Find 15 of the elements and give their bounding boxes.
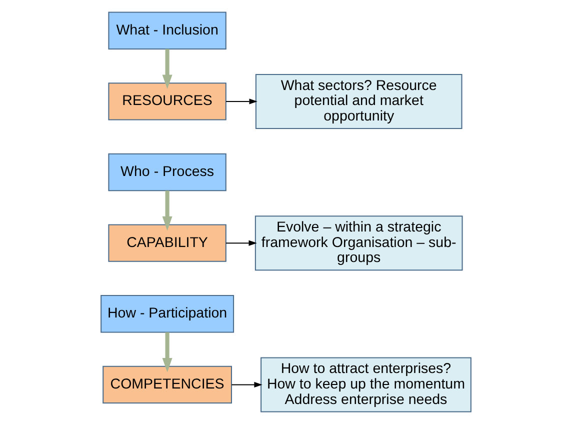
arrow [226, 98, 257, 104]
node-box: How to attract enterprises? How to keep up the momentum Address enterprise needs [260, 357, 471, 412]
node-box: RESOURCES [108, 82, 226, 120]
arrow [226, 240, 256, 246]
arrow [231, 382, 262, 388]
node-box: Evolve – within a strategic framework Organisation – sub-groups [254, 216, 462, 271]
arrow [162, 332, 172, 372]
arrow [162, 49, 172, 90]
node-box: CAPABILITY [108, 224, 226, 262]
arrow [162, 190, 172, 231]
node-box: How - Participation [100, 295, 234, 333]
node-box: What sectors? Resource potential and market opportunity [254, 74, 462, 129]
node-box: COMPETENCIES [102, 366, 232, 404]
node-box: Who - Process [108, 153, 226, 192]
node-box: What - Inclusion [108, 12, 226, 50]
